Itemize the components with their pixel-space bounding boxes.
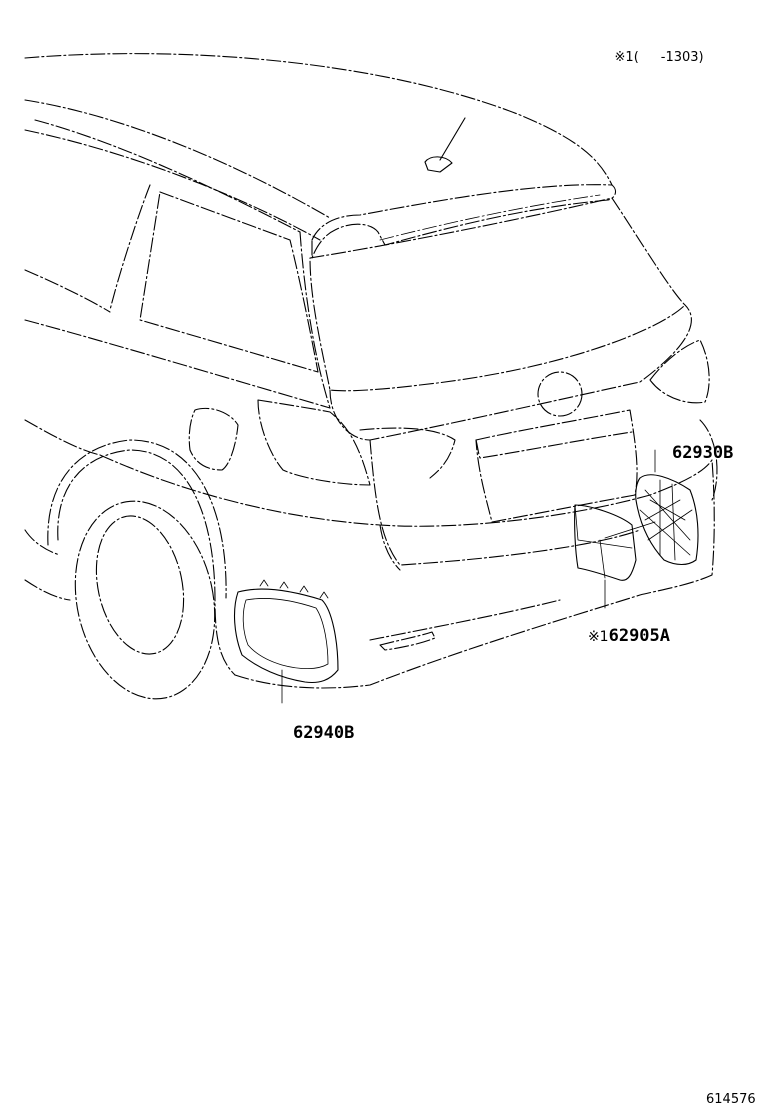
bumper-reflector bbox=[379, 631, 436, 651]
left-tail-light bbox=[257, 399, 371, 486]
duct-62905a-face bbox=[574, 504, 633, 579]
tailgate-lower bbox=[369, 439, 641, 566]
vent-grille-62940b bbox=[234, 588, 339, 684]
note-open-paren: ( bbox=[633, 50, 639, 65]
roof-rail-lower bbox=[24, 129, 321, 241]
vent-grille-62940b-clips bbox=[259, 579, 329, 599]
callout-62940b[interactable]: 62940B bbox=[252, 708, 354, 759]
illustration-number: 614576 bbox=[706, 1092, 756, 1107]
duct-62905a bbox=[574, 504, 637, 581]
right-tail-light bbox=[649, 339, 710, 404]
rear-wheel bbox=[95, 515, 185, 655]
spoiler-lip bbox=[379, 194, 601, 241]
b-pillar bbox=[109, 184, 151, 311]
rear-spoiler bbox=[311, 184, 617, 259]
body-side bbox=[24, 419, 101, 456]
rear-window bbox=[309, 197, 686, 392]
bumper-lower-line bbox=[369, 599, 561, 641]
callout-62905a[interactable]: ※162905A bbox=[547, 611, 670, 662]
license-plate-recess bbox=[475, 409, 638, 523]
rear-emblem bbox=[537, 371, 583, 417]
rocker bbox=[24, 529, 71, 601]
roof-rail-inner bbox=[34, 119, 301, 233]
vent-grille-62930b-ribs bbox=[639, 479, 693, 561]
beltline bbox=[24, 319, 331, 409]
bumper-corner bbox=[699, 419, 718, 501]
plate-top-edge bbox=[475, 431, 633, 459]
roof-rail bbox=[24, 99, 331, 219]
note-symbol: ※1 bbox=[614, 50, 634, 65]
callout-label: 62930B bbox=[671, 443, 734, 463]
left-tail-light-inner bbox=[359, 427, 456, 479]
fuel-door bbox=[188, 407, 239, 471]
applicability-note: ※1( -1303) bbox=[598, 38, 704, 77]
vent-grille-62930b bbox=[635, 474, 699, 566]
tailgate bbox=[329, 304, 692, 441]
note-range: -1303) bbox=[660, 50, 704, 65]
vent-grille-62940b-inner bbox=[242, 598, 329, 670]
callout-label: 62940B bbox=[292, 723, 355, 743]
wheel-arch bbox=[57, 449, 236, 676]
wheel-arch-outer bbox=[47, 439, 227, 599]
duct-62905a-link bbox=[604, 521, 656, 539]
roof-outline bbox=[24, 53, 613, 186]
callout-prefix: ※1 bbox=[587, 629, 609, 645]
callout-label: 62905A bbox=[608, 626, 671, 646]
rear-tire bbox=[74, 500, 216, 700]
bumper-top-edge bbox=[379, 524, 401, 571]
side-window bbox=[139, 191, 319, 373]
callout-62930b[interactable]: 62930B bbox=[631, 428, 733, 479]
c-pillar bbox=[299, 231, 331, 409]
side-glass-edge bbox=[24, 269, 111, 313]
rear-bumper bbox=[99, 454, 715, 689]
antenna bbox=[424, 117, 466, 173]
